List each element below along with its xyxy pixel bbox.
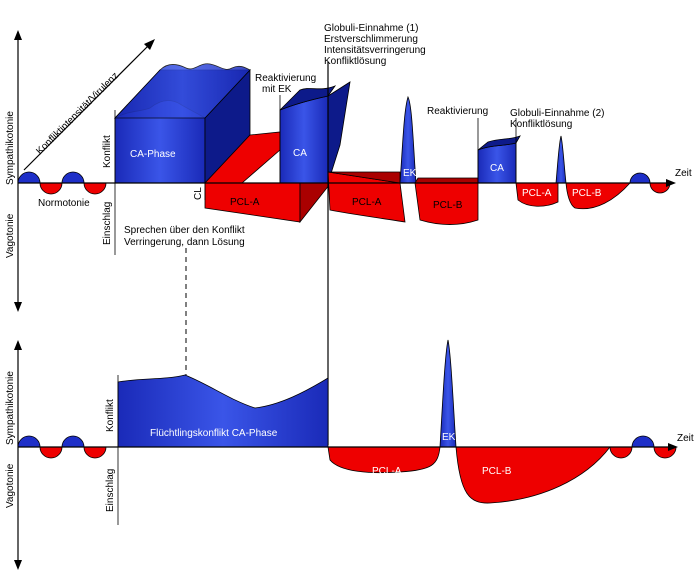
top-ek-label: EK <box>403 168 417 179</box>
top-zeit-label: Zeit <box>675 168 692 179</box>
top-pcl-a-label-3: PCL-A <box>522 188 552 199</box>
top-pcl-b-label: PCL-B <box>433 200 463 211</box>
top-pcl-b-block <box>414 177 479 225</box>
bottom-pcl-b-label: PCL-B <box>482 466 512 477</box>
top-reaktivierung-label: Reaktivierung <box>427 106 488 117</box>
top-small-ek-spike <box>555 135 567 184</box>
top-diagonal-arrow <box>144 39 155 50</box>
top-einschlag-label: Einschlag <box>102 202 113 245</box>
bottom-einschlag-label: Einschlag <box>105 469 116 512</box>
top-pcl-b-label-2: PCL-B <box>572 188 602 199</box>
top-konflikt-label: Konflikt <box>102 135 113 168</box>
top-small-ca-block <box>477 135 521 184</box>
top-vertical-arrow-up <box>14 30 22 40</box>
bottom-ca-phase-label: Flüchtlingskonflikt CA-Phase <box>150 428 278 439</box>
top-ca-label-2: CA <box>293 148 307 159</box>
bottom-zeit-label: Zeit <box>677 433 694 444</box>
top-pcl-a-label-2: PCL-A <box>352 197 382 208</box>
bottom-pcl-a-block <box>327 446 441 474</box>
top-ek-spike <box>399 95 417 184</box>
top-pcl-a-block-2 <box>327 171 406 223</box>
bottom-ek-label: EK <box>442 432 456 443</box>
top-ca-phase-label: CA-Phase <box>130 149 176 160</box>
top-vagotonie-label: Vagotonie <box>5 213 16 258</box>
bottom-horizontal-arrow <box>668 443 678 451</box>
top-sprechen-line1: Sprechen über den Konflikt <box>124 225 245 236</box>
top-horizontal-arrow <box>666 179 676 187</box>
top-small-pcl-a <box>515 182 559 207</box>
top-ca-phase-block <box>114 63 251 185</box>
bottom-ca-phase-block <box>117 374 329 448</box>
top-globuli2-line1: Globuli-Einnahme (2) <box>510 108 605 119</box>
top-cl-label: CL <box>193 187 204 200</box>
top-globuli1-line4: Konfliktlösung <box>324 56 386 67</box>
bottom-normotonie-waves-right <box>609 435 677 459</box>
bottom-sympathikotonie-label: Sympathikotonie <box>5 371 16 445</box>
top-pcl-a-label-1: PCL-A <box>230 197 260 208</box>
bottom-ek-spike <box>439 339 457 448</box>
top-reaktivierung-ek-line2: mit EK <box>262 84 292 95</box>
top-ca-block-2 <box>279 81 351 184</box>
top-globuli1-line1: Globuli-Einnahme (1) <box>324 23 419 34</box>
top-vertical-arrow-down <box>14 302 22 312</box>
bottom-diagram: Sympathikotonie Vagotonie Konflikt Einsc… <box>5 339 694 570</box>
top-globuli2-line2: Konfliktlösung <box>510 119 572 130</box>
top-diagram: Sympathikotonie Vagotonie Konfliktintens… <box>5 23 692 445</box>
top-small-pcl-b <box>565 182 631 210</box>
bottom-pcl-a-label: PCL-A <box>372 466 402 477</box>
top-ca-label-3: CA <box>490 163 504 174</box>
bottom-konflikt-label: Konflikt <box>105 399 116 432</box>
top-reaktivierung-ek-line1: Reaktivierung <box>255 73 316 84</box>
top-globuli1-line3: Intensitätsverringerung <box>324 45 426 56</box>
top-diagonal-axis <box>23 43 151 171</box>
bottom-normotonie-waves-left <box>17 435 107 459</box>
top-sympathikotonie-label: Sympathikotonie <box>5 111 16 185</box>
bottom-vertical-arrow-up <box>14 340 22 350</box>
top-normotonie-waves-right <box>629 172 671 194</box>
top-sprechen-line2: Verringerung, dann Lösung <box>124 237 245 248</box>
top-normotonie-label: Normotonie <box>38 198 90 209</box>
top-globuli1-line2: Erstverschlimmerung <box>324 34 418 45</box>
bottom-vagotonie-label: Vagotonie <box>5 463 16 508</box>
top-normotonie-waves <box>17 171 107 195</box>
bottom-vertical-arrow-down <box>14 560 22 570</box>
bottom-pcl-b-block <box>455 446 611 504</box>
